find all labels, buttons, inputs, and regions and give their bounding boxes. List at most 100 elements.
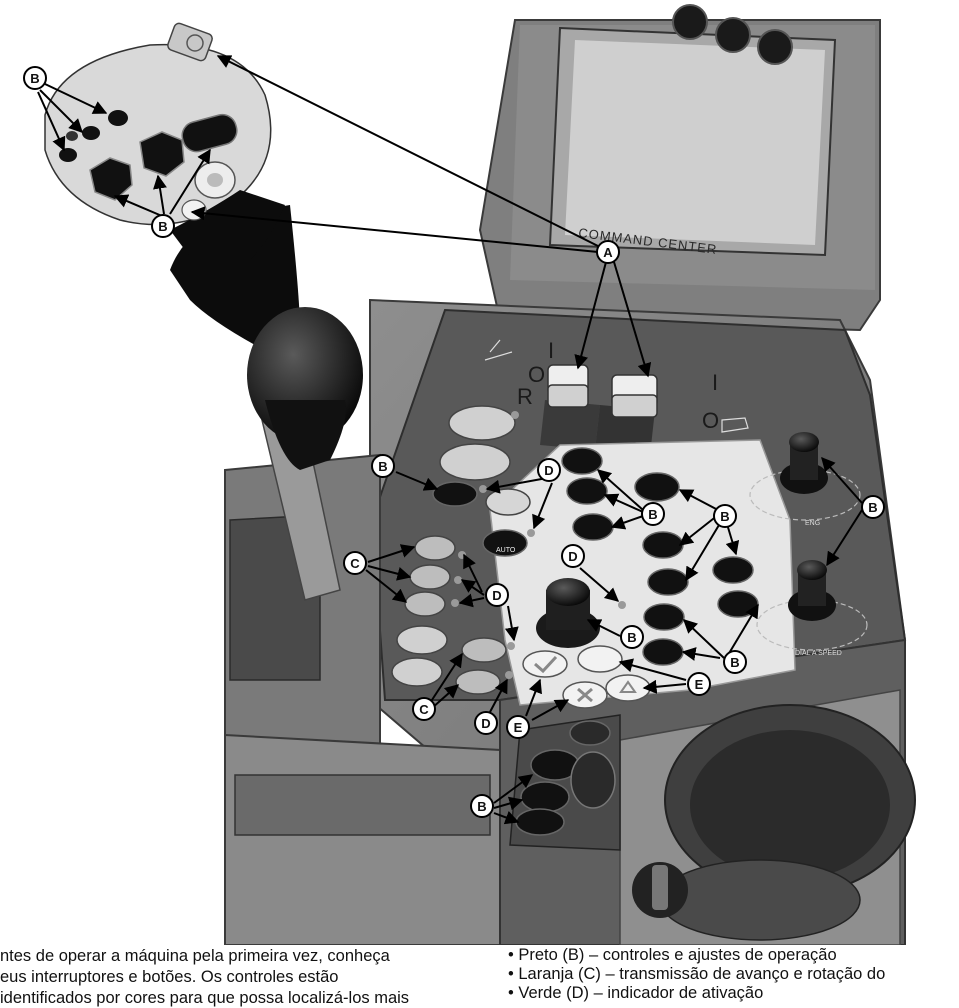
transmission-buttons <box>404 535 507 695</box>
svg-text:E: E <box>514 720 523 735</box>
transmission-button-1[interactable] <box>414 535 456 561</box>
transmission-button-4[interactable] <box>461 637 507 663</box>
callout-c-lower: C <box>412 697 436 721</box>
callout-b-joystick-bottom: B <box>151 214 175 238</box>
engine-knob-top[interactable] <box>780 432 828 494</box>
svg-text:D: D <box>492 588 501 603</box>
callout-b-center: B <box>641 502 665 526</box>
svg-text:B: B <box>30 71 39 86</box>
indicator-light <box>479 485 487 493</box>
svg-text:E: E <box>695 677 704 692</box>
caption-intro: ntes de operar a máquina pela primeira v… <box>0 946 500 1008</box>
callout-b-lower-cluster: B <box>723 650 747 674</box>
legend-item-green: Verde (D) – indicador de ativação <box>508 984 959 1003</box>
leader-lines <box>37 55 863 825</box>
implement-icon <box>484 339 513 361</box>
svg-text:D: D <box>481 716 490 731</box>
lever-label-o-left: O <box>528 362 545 387</box>
svg-text:B: B <box>648 507 657 522</box>
caption-line: ntes de operar a máquina pela primeira v… <box>0 947 390 965</box>
callout-a: A <box>596 240 620 264</box>
callout-e-right: E <box>687 672 711 696</box>
confirm-buttons <box>522 645 651 709</box>
callout-d-top: D <box>537 458 561 482</box>
legend-item-black: Preto (B) – controles e ajustes de opera… <box>508 946 959 965</box>
transmission-button-5[interactable] <box>455 669 501 695</box>
callout-c-upper: C <box>343 551 367 575</box>
indicator-light <box>618 601 626 609</box>
caption-line: identificados por cores para que possa l… <box>0 989 410 1007</box>
engine-dial-label: ENG <box>805 520 820 527</box>
menu-button[interactable] <box>577 645 623 673</box>
shift-up-button[interactable] <box>605 674 651 702</box>
arrow-up-icon <box>619 680 637 693</box>
engine-dials: ENG DIAL A SPEED <box>749 432 868 657</box>
rear-button-2[interactable] <box>520 781 570 813</box>
lever-label-i-left: I <box>548 338 554 363</box>
indicator-light <box>454 576 462 584</box>
auto-button[interactable] <box>482 529 528 557</box>
lever-label-r-left: R <box>517 384 533 409</box>
check-button[interactable] <box>522 650 568 678</box>
color-legend: Preto (B) – controles e ajustes de opera… <box>508 946 959 1003</box>
panel-button-5[interactable] <box>642 531 684 559</box>
panel-button-2[interactable] <box>566 477 608 505</box>
rear-button-3[interactable] <box>515 808 565 836</box>
legend-item-orange: Laranja (C) – transmissão de avanço e ro… <box>508 965 959 984</box>
callout-b-knob: B <box>620 625 644 649</box>
left-button-column <box>391 405 531 687</box>
svg-text:B: B <box>868 500 877 515</box>
check-icon <box>534 655 558 674</box>
svg-text:B: B <box>720 509 729 524</box>
callout-d-bottom: D <box>474 711 498 735</box>
indicator-light <box>505 671 513 679</box>
console-diagram: COMMAND CENTER I O R I O AUTO <box>23 4 916 945</box>
svg-text:B: B <box>378 459 387 474</box>
callout-b-rear: B <box>470 794 494 818</box>
panel-button-9[interactable] <box>643 603 685 631</box>
svg-text:B: B <box>158 219 167 234</box>
indicator-light <box>507 642 515 650</box>
panel-button-3[interactable] <box>572 513 614 541</box>
callout-d-middle: D <box>485 583 509 607</box>
operation-buttons: AUTO <box>432 447 759 836</box>
panel-button-6[interactable] <box>647 568 689 596</box>
callout-labels: A B B B B B B B <box>23 66 885 818</box>
svg-text:B: B <box>730 655 739 670</box>
lever-label-i-right: I <box>712 370 718 395</box>
panel-button-7[interactable] <box>712 556 754 584</box>
panel-button-10[interactable] <box>642 638 684 666</box>
joystick-button-center[interactable] <box>139 131 185 177</box>
svg-text:C: C <box>350 556 360 571</box>
dial-knob[interactable] <box>536 578 600 648</box>
svg-text:C: C <box>419 702 429 717</box>
svg-text:A: A <box>603 245 613 260</box>
multifunction-joystick[interactable] <box>44 22 363 601</box>
panel-button-4[interactable] <box>634 472 680 502</box>
svg-text:D: D <box>568 549 577 564</box>
close-icon <box>577 687 593 703</box>
transmission-button-3[interactable] <box>404 591 446 617</box>
svg-text:B: B <box>477 799 486 814</box>
svg-text:B: B <box>627 630 636 645</box>
callout-b-right-cluster: B <box>713 504 737 528</box>
caption: ntes de operar a máquina pela primeira v… <box>0 946 959 1008</box>
indicator-light <box>451 599 459 607</box>
tractor-icon <box>721 417 749 433</box>
transmission-button-2[interactable] <box>409 564 451 590</box>
joystick-rocker[interactable] <box>179 112 240 155</box>
indicator-light <box>511 411 519 419</box>
engine-knob-bottom[interactable] <box>788 560 836 621</box>
callout-e-left: E <box>506 715 530 739</box>
caption-line: eus interruptores e botões. Os controles… <box>0 968 339 986</box>
callout-b-dials: B <box>861 495 885 519</box>
callout-b-joystick-top: B <box>23 66 47 90</box>
joystick-button-left[interactable] <box>89 157 133 201</box>
hitch-button[interactable] <box>432 481 478 507</box>
panel-button-1[interactable] <box>561 447 603 475</box>
callout-b-hitch: B <box>371 454 395 478</box>
indicator-lights <box>451 411 626 679</box>
speed-dial-label: DIAL A SPEED <box>795 650 842 657</box>
indicator-light <box>527 529 535 537</box>
svg-text:D: D <box>544 463 553 478</box>
